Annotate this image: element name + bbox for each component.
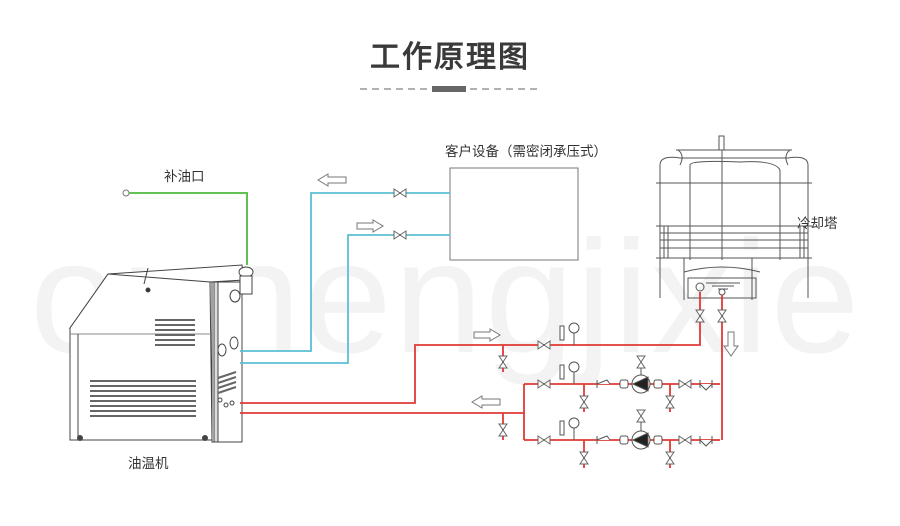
oil-fill-port-label: 补油口 [164, 169, 205, 185]
valves [498, 309, 727, 465]
cooling-tower-label: 冷却塔 [797, 216, 838, 232]
gauges [559, 322, 580, 440]
title-divider [360, 86, 540, 92]
oil-temperature-machine [68, 264, 254, 443]
customer-loop [240, 192, 450, 364]
page-title: 工作原理图 [370, 40, 530, 75]
check-valves-strainers [596, 379, 713, 447]
customer-loop-valves [393, 188, 407, 240]
oil-temp-machine-label: 油温机 [128, 456, 169, 472]
vent-grille-lower [90, 371, 237, 417]
vent-grille-upper [155, 319, 195, 346]
flow-arrows [317, 173, 739, 409]
oil-fill-line [122, 189, 248, 265]
customer-equipment-box [449, 167, 579, 261]
cooling-tower [656, 135, 812, 300]
customer-equipment-label: 客户设备（需密闭承压式） [445, 144, 607, 160]
pumps [619, 368, 663, 450]
